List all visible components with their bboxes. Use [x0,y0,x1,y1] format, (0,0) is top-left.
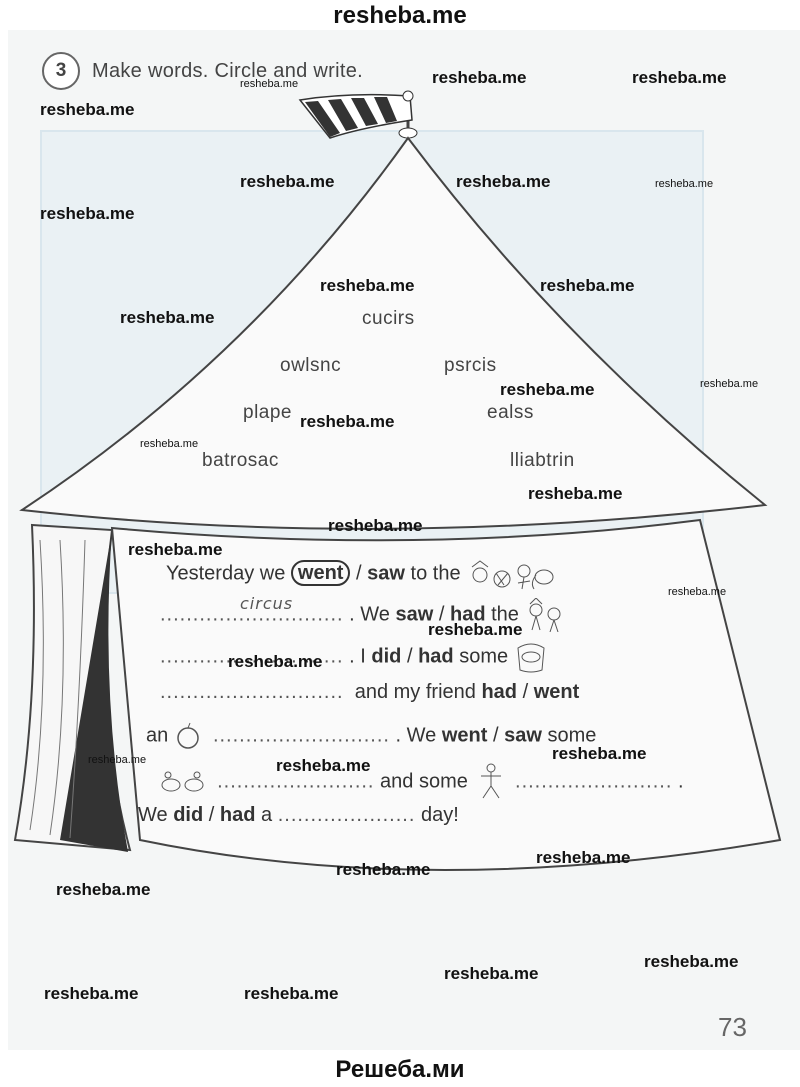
watermark: resheba.me [140,438,199,450]
answer-blank[interactable]: ............................ [160,645,344,668]
sentence-line: an ........................... . We went… [146,722,596,750]
watermark: resheba.me [632,68,727,87]
watermark: resheba.me [56,880,151,899]
circled-choice: went [290,560,351,587]
sentence-line: We did / had a ..................... day… [138,804,459,826]
tent-roof [19,136,768,530]
answer-blank[interactable]: ........................... [212,724,390,747]
scrambled-word: lliabtrin [510,450,575,471]
answer-blank[interactable]: ........................ [217,770,375,793]
watermark: resheba.me [536,848,631,867]
watermark: resheba.me [668,586,727,598]
choice-word: saw [504,724,542,747]
choice-word: had [481,681,518,703]
choice-word: went [533,681,580,703]
watermark: resheba.me [228,652,323,671]
watermark: resheba.me [456,172,551,191]
watermark: resheba.me [655,178,714,190]
watermark: resheba.me [552,744,647,763]
answer-blank[interactable]: ..................... [277,804,416,826]
watermark: resheba.me [444,964,539,983]
crisps-icon [517,643,545,673]
watermark: resheba.me [644,952,739,971]
watermark: resheba.me [432,68,527,87]
seals-icon [161,771,204,792]
choice-word: saw [367,562,405,585]
watermark: resheba.me [500,380,595,399]
watermark: resheba.me [276,756,371,775]
scrambled-word: owlsnc [280,355,342,376]
task-header: 3 Make words. Circle and write. [42,52,363,90]
clowns-icon [529,598,561,632]
sentence-line: ............................ . We saw / … [160,598,564,632]
scrambled-word: ealss [487,402,534,423]
answer-blank[interactable]: ........................ [515,770,673,793]
circus-animals-icon [471,560,554,590]
watermark: resheba.me [300,412,395,431]
sentence-line: Yesterday we went / saw to the [166,557,556,591]
tent-opening [60,530,128,852]
watermark: resheba.me [528,484,623,503]
acrobat-icon [481,763,502,799]
watermark: resheba.me [700,378,759,390]
site-footer: Решеба.ми [335,1056,465,1083]
choice-word: did [173,804,204,826]
watermark: resheba.me [336,860,431,879]
task-number: 3 [42,52,80,90]
watermark: resheba.me [320,276,415,295]
site-header: resheba.me [333,2,467,29]
sentence-line: ........................ and some ......… [160,762,684,802]
watermark: resheba.me [128,540,223,559]
choice-word: had [449,603,486,626]
choice-word: saw [395,603,434,626]
flag-icon [298,90,418,139]
task-instruction: Make words. Circle and write. [92,59,364,82]
watermark: resheba.me [240,78,299,90]
watermark: resheba.me [244,984,339,1003]
written-answer: circus [240,594,294,613]
watermark: resheba.me [540,276,635,295]
sentence-line: ............................ and my frie… [160,681,580,703]
scrambled-word: psrcis [444,355,497,376]
scrambled-word: plape [243,402,292,423]
choice-word: had [418,645,454,668]
page-number: 73 [718,1012,747,1042]
watermark: resheba.me [44,984,139,1003]
watermark: resheba.me [328,516,423,535]
watermark: resheba.me [88,754,147,766]
choice-word: had [219,804,256,826]
watermark: resheba.me [40,100,135,119]
tent-wall [110,518,782,871]
choice-word: did [371,645,402,668]
watermark: resheba.me [428,620,523,639]
scrambled-word: batrosac [202,450,279,471]
scrambled-word: cucirs [362,308,415,329]
sentence-line: ............................ . I did / h… [160,640,548,674]
answer-blank[interactable]: ............................ [160,681,344,703]
watermark: resheba.me [120,308,215,327]
apple-icon [177,722,199,749]
watermark: resheba.me [40,204,135,223]
choice-word: went [441,724,488,747]
answer-blank[interactable]: ............................ [160,603,344,626]
watermark: resheba.me [240,172,335,191]
